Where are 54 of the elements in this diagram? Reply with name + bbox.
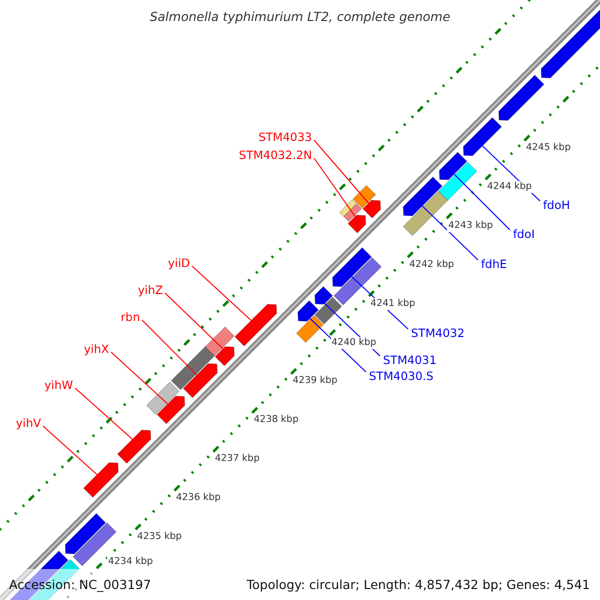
gene-block	[156, 396, 186, 424]
gene-block	[117, 430, 152, 464]
scale-label: 4240 kbp	[330, 336, 378, 349]
gene-label: fdoH	[543, 198, 570, 212]
leader-line	[74, 388, 133, 440]
gene-block	[362, 200, 381, 218]
gene-label: STM4031	[383, 353, 437, 367]
gene-label: yiiD	[168, 256, 190, 270]
gene-label: rbn	[120, 310, 140, 324]
scale-label: 4236 kbp	[174, 492, 222, 504]
gene-label: fdhE	[481, 257, 507, 271]
gene-block	[439, 152, 468, 180]
gene-block	[498, 74, 544, 121]
leader-line	[454, 174, 510, 230]
gene-label: yihX	[84, 342, 109, 356]
gene-label: STM4032	[411, 326, 465, 340]
leader-line	[110, 352, 168, 404]
gene-label: STM4030.S	[369, 369, 434, 383]
scale-label: 4235 kbp	[136, 530, 183, 543]
gene-block	[298, 300, 319, 322]
scale-label: 4243 kbp	[447, 220, 494, 232]
leader-line	[164, 292, 224, 350]
leader-line	[192, 266, 252, 321]
leader-line	[314, 140, 370, 204]
gene-label: yihW	[44, 378, 73, 392]
diagram-title: Salmonella typhimurium LT2, complete genome	[148, 9, 452, 24]
scale-label: 4239 kbp	[292, 375, 338, 388]
scale-label: 4245 kbp	[524, 142, 572, 154]
accession-text: Accession: NC_003197	[9, 577, 152, 592]
gene-block	[214, 346, 235, 366]
gene-block	[348, 214, 366, 234]
gene-block	[463, 117, 502, 156]
leader-line	[422, 205, 478, 260]
gene-block	[402, 176, 443, 216]
scale-label: 4234 kbp	[107, 556, 154, 568]
gene-label: fdoI	[513, 227, 535, 241]
gene-label: yihV	[16, 416, 41, 430]
gene-label: STM4033	[258, 130, 312, 144]
scale-label: 4242 kbp	[408, 258, 456, 271]
leader-line	[314, 158, 356, 218]
gene-block	[182, 363, 218, 398]
scale-label: 4244 kbp	[486, 180, 533, 193]
gene-label: STM4032.2N	[238, 148, 312, 162]
leader-line	[42, 426, 98, 476]
gene-block	[234, 304, 277, 346]
scale-label: 4238 kbp	[252, 414, 300, 426]
genome-stats-text: Topology: circular; Length: 4,857,432 bp; Genes: 4,541	[246, 577, 590, 592]
scale-label: 4237 kbp	[214, 453, 261, 466]
gene-block	[332, 247, 372, 287]
scale-label: 4241 kbp	[369, 298, 416, 310]
gene-block	[64, 513, 106, 554]
leader-line	[142, 320, 198, 376]
gene-label: yihZ	[138, 283, 163, 297]
gene-block	[83, 462, 119, 498]
